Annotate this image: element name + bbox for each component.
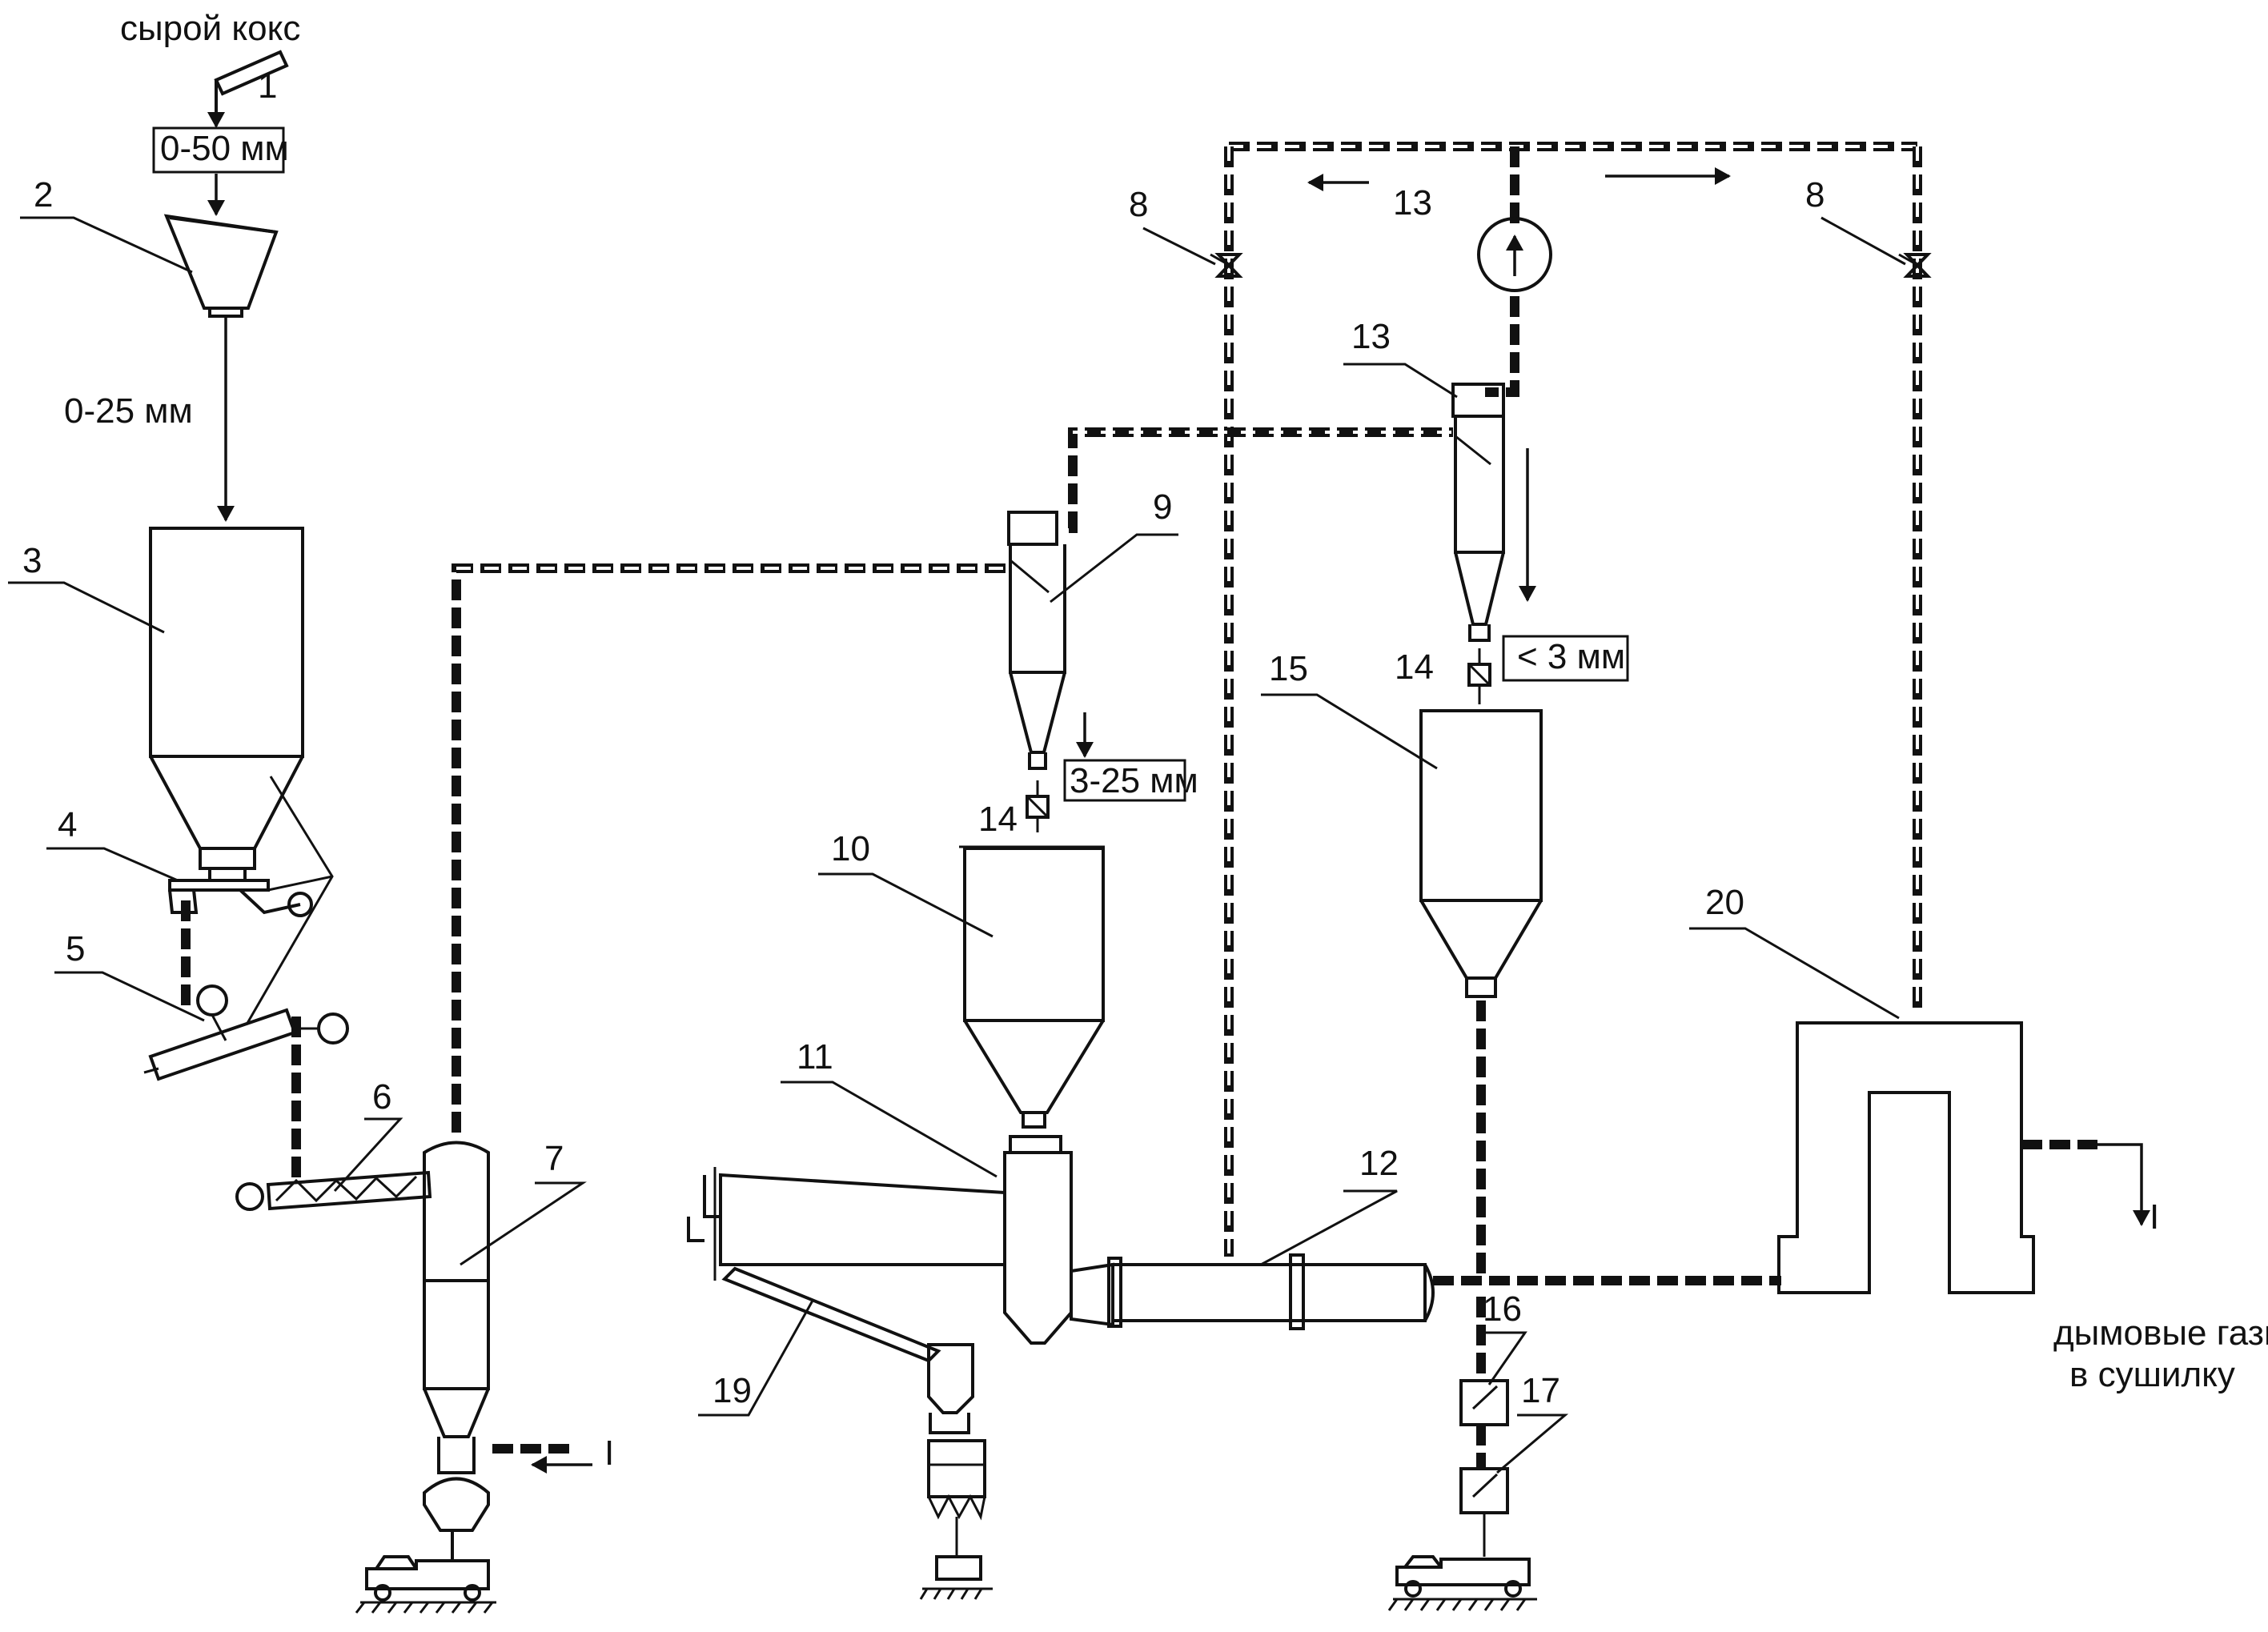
callout-13-top: 13 xyxy=(1393,183,1432,223)
callout-15: 15 xyxy=(1269,649,1308,688)
furnace-20 xyxy=(1777,1021,2035,1294)
size-feed-label: 0-50 мм xyxy=(160,129,289,168)
callout-20: 20 xyxy=(1705,883,1744,922)
motor-icon xyxy=(317,1012,349,1045)
valve-icon xyxy=(1210,253,1243,278)
callout-10: 10 xyxy=(831,829,870,868)
callout-14-left: 14 xyxy=(978,800,1018,839)
size-box-feed: 0-50 мм xyxy=(152,126,289,174)
callout-4: 4 xyxy=(58,805,77,844)
callout-17: 17 xyxy=(1521,1371,1560,1410)
truck-icon xyxy=(1387,1555,1537,1611)
valve-icon xyxy=(1898,253,1932,278)
flue-gas-label-line2: в сушилку xyxy=(2069,1355,2235,1394)
motor-icon xyxy=(287,892,313,917)
cyclone-13 xyxy=(1451,383,1505,642)
callout-5: 5 xyxy=(66,929,85,968)
size-box-fine: < 3 мм xyxy=(1502,635,1629,682)
callout-19: 19 xyxy=(713,1371,752,1410)
screw-conveyor-6 xyxy=(235,1170,432,1211)
inclined-conveyor-5 xyxy=(143,984,349,1081)
callout-3: 3 xyxy=(22,541,42,580)
storage-bin-3 xyxy=(149,527,334,1025)
callout-14-right: 14 xyxy=(1395,648,1434,687)
size-fine-label: < 3 мм xyxy=(1517,637,1625,676)
rotary-kiln-12 xyxy=(1070,1253,1435,1330)
marker-I-left: I xyxy=(604,1434,614,1473)
raw-coke-label: сырой кокс xyxy=(120,9,300,48)
truck-icon xyxy=(355,1555,496,1614)
motor-icon xyxy=(235,1182,264,1211)
bin-15 xyxy=(1419,709,1543,998)
crusher-2 xyxy=(163,214,279,318)
callout-11: 11 xyxy=(797,1037,833,1077)
callout-1: 1 xyxy=(258,66,277,106)
callout-2: 2 xyxy=(34,175,53,215)
callout-8-right: 8 xyxy=(1805,175,1824,215)
cyclone-9 xyxy=(1007,511,1066,770)
feeder-4 xyxy=(168,875,333,917)
rotary-valve-14b xyxy=(1467,648,1491,704)
unit-17 xyxy=(1459,1467,1509,1557)
unit-16 xyxy=(1459,1379,1509,1426)
callout-7: 7 xyxy=(544,1139,564,1178)
callouts: 1 2 3 4 5 6 7 8 8 9 10 11 12 13 13 14 14… xyxy=(8,66,1906,1474)
callout-8-left: 8 xyxy=(1129,185,1148,224)
callout-6: 6 xyxy=(372,1077,391,1117)
gas-pipelines xyxy=(181,142,2097,1469)
size-mid-label: 3-25 мм xyxy=(1070,761,1198,800)
size-box-mid: 3-25 мм xyxy=(1063,759,1198,802)
motor-icon xyxy=(196,984,228,1016)
feed-chute-1 xyxy=(214,50,289,112)
size-crushed-label: 0-25 мм xyxy=(64,391,193,431)
gauge-icon xyxy=(1477,217,1552,292)
bin-10 xyxy=(959,845,1105,1129)
marker-I-right: I xyxy=(2150,1197,2159,1237)
flue-gas-label-line1: дымовые газы xyxy=(2053,1313,2268,1353)
cooler-19 xyxy=(721,1266,993,1600)
dryer-7 xyxy=(423,1141,490,1561)
rotary-valve-14a xyxy=(1026,780,1050,832)
callout-16: 16 xyxy=(1483,1289,1522,1329)
callout-13: 13 xyxy=(1351,317,1391,356)
callout-9: 9 xyxy=(1153,487,1172,527)
kiln-head-11 xyxy=(687,1135,1073,1345)
callout-12: 12 xyxy=(1359,1144,1399,1183)
